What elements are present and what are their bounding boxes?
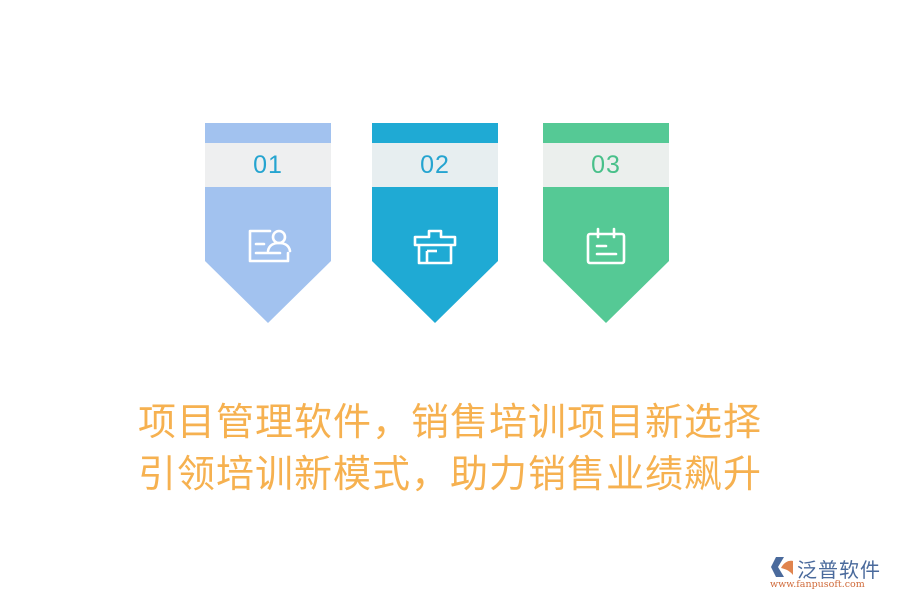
step-number-band: 01 bbox=[205, 143, 331, 187]
headline-line-2: 引领培训新模式，助力销售业绩飙升 bbox=[137, 452, 762, 496]
step-card-2: 02 bbox=[372, 123, 498, 323]
calendar-icon bbox=[582, 225, 630, 267]
step-number: 01 bbox=[253, 150, 283, 179]
brand-watermark: 泛普软件 www.fanpusoft.com bbox=[770, 554, 895, 590]
step-number: 02 bbox=[420, 150, 450, 179]
headline-line-1: 项目管理软件，销售培训项目新选择 bbox=[137, 400, 762, 444]
step-number-band: 03 bbox=[543, 143, 669, 187]
step-card-1: 01 bbox=[205, 123, 331, 323]
shop-box-icon bbox=[411, 225, 459, 267]
brand-url: www.fanpusoft.com bbox=[770, 579, 865, 590]
fanpu-logo-icon bbox=[771, 557, 793, 577]
step-number: 03 bbox=[591, 150, 621, 179]
step-card-3: 03 bbox=[543, 123, 669, 323]
step-number-band: 02 bbox=[372, 143, 498, 187]
id-card-person-icon bbox=[244, 225, 292, 267]
brand-name: 泛普软件 bbox=[797, 558, 881, 582]
headline: 项目管理软件，销售培训项目新选择 引领培训新模式，助力销售业绩飙升 bbox=[0, 396, 900, 500]
